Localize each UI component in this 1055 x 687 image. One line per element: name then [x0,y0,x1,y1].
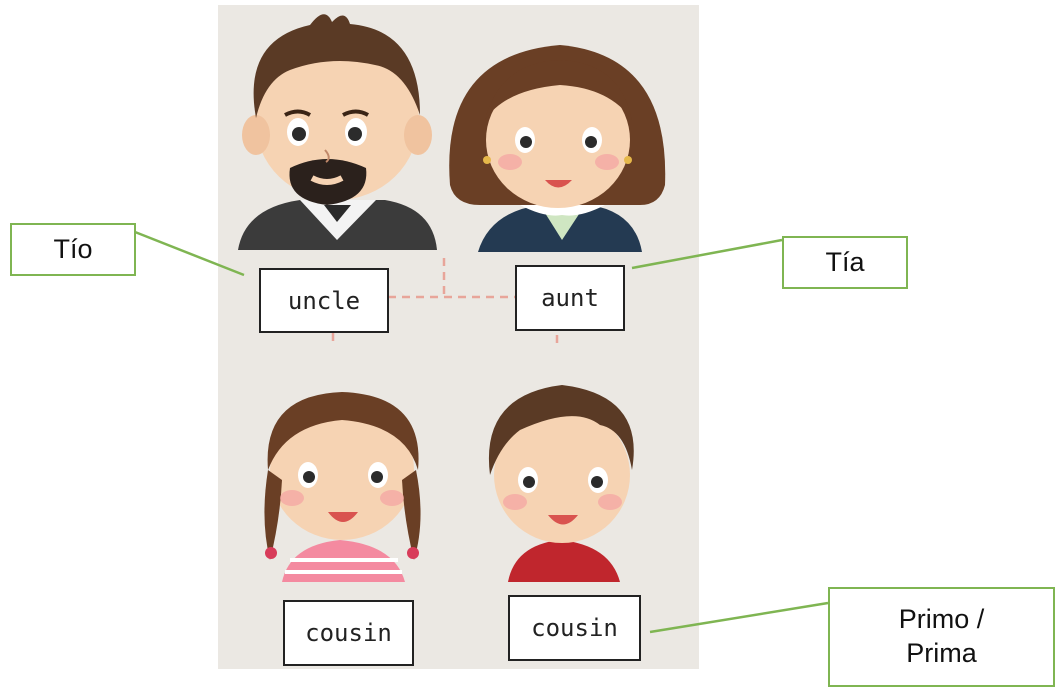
girl-cousin-figure [264,392,421,582]
cousin-boy-card: cousin [508,595,641,661]
aunt-figure [449,45,666,252]
family-connector-lines [331,258,559,348]
leader-lines [134,230,829,634]
cousin-girl-card: cousin [283,600,414,666]
uncle-card: uncle [259,268,389,333]
aunt-card: aunt [515,265,625,331]
boy-cousin-figure [488,385,634,582]
uncle-figure [238,14,437,250]
tia-tag: Tía [782,236,908,289]
primo-prima-tag: Primo / Prima [828,587,1055,687]
tio-tag: Tío [10,223,136,276]
